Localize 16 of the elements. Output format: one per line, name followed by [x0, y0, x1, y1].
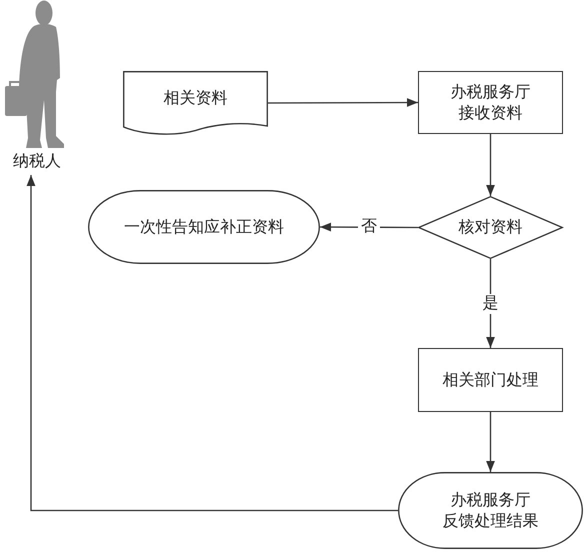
node-text: 纳税人 [12, 152, 62, 172]
arrow [26, 175, 398, 512]
node-text: 相关部门处理 [442, 370, 538, 390]
node-text: 核对资料 [458, 218, 522, 238]
node-text: 办税服务厅反馈处理结果 [442, 490, 538, 532]
arrow [486, 412, 495, 472]
node-text: 相关资料 [164, 88, 228, 108]
document-shape [123, 71, 268, 135]
arrow [268, 98, 418, 107]
arrow [486, 134, 495, 196]
process-box [418, 348, 563, 412]
node-text: 一次性告知应补正资料 [124, 218, 284, 238]
process-box [418, 71, 563, 134]
decision-diamond [418, 196, 563, 259]
arrow [320, 222, 418, 232]
node-text: 办税服务厅接收资料 [450, 82, 530, 124]
